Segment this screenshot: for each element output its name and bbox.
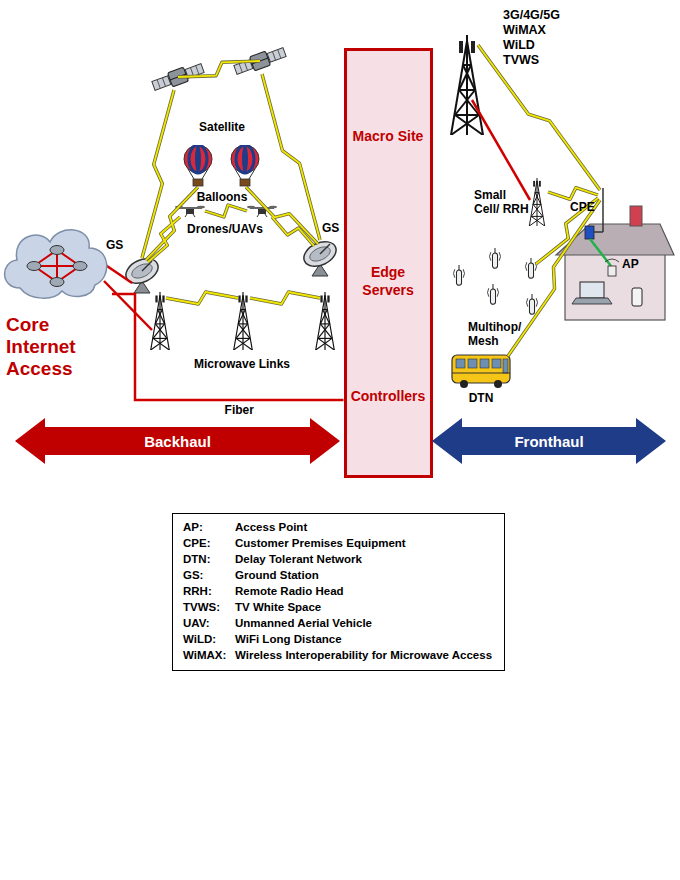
abbreviation-meaning: Wireless Interoperability for Microwave … <box>235 647 492 663</box>
ground-station-label: GS <box>322 221 339 235</box>
abbreviation-meaning: Unmanned Aerial Vehicle <box>235 615 372 631</box>
ground-station-label: GS <box>106 238 123 252</box>
panel-heading: Edge Servers <box>362 263 413 299</box>
cloud-shape <box>5 230 107 298</box>
cloud-title: Core Internet Access <box>6 314 76 380</box>
abbreviation-meaning: TV White Space <box>235 599 321 615</box>
legend-row: CPE:Customer Premises Equipment <box>183 535 492 551</box>
edge-label: Fiber <box>223 403 256 417</box>
legend-row: RRH:Remote Radio Head <box>183 583 492 599</box>
abbreviation: CPE: <box>183 535 235 551</box>
abbreviation-meaning: Delay Tolerant Network <box>235 551 362 567</box>
mesh-label: Multihop/ Mesh <box>468 320 521 348</box>
ground-station-dish <box>122 254 162 293</box>
abbreviation: AP: <box>183 519 235 535</box>
panel-heading: Controllers <box>351 387 426 405</box>
arrow-label: Fronthaul <box>514 433 583 450</box>
abbreviation-meaning: Ground Station <box>235 567 319 583</box>
cpe-label: CPE <box>570 200 595 214</box>
house-icon <box>556 188 674 320</box>
mesh-antenna <box>526 258 537 278</box>
wireless-link <box>272 217 314 246</box>
wireless-link <box>250 292 320 304</box>
wireless-link <box>148 217 180 262</box>
macro-tower <box>451 35 483 135</box>
abbreviation-meaning: Customer Premises Equipment <box>235 535 406 551</box>
microwave-tower <box>234 292 253 350</box>
ap-label: AP <box>622 257 639 271</box>
balloon-icon <box>231 145 259 186</box>
wireless-link <box>272 217 314 246</box>
wireless-link <box>166 292 238 304</box>
wireless-link <box>178 61 260 77</box>
wireless-link <box>548 188 598 200</box>
wireless-link <box>508 200 600 356</box>
arrow-label: Backhaul <box>144 433 211 450</box>
fronthaul-arrow: Fronthaul <box>432 418 666 464</box>
legend-row: UAV:Unmanned Aerial Vehicle <box>183 615 492 631</box>
wireless-link <box>536 198 598 264</box>
small-cell-tower <box>529 178 544 226</box>
router-mesh <box>27 246 87 287</box>
legend-row: GS:Ground Station <box>183 567 492 583</box>
rrh-link <box>472 100 530 200</box>
double-arrow-shape <box>15 418 340 464</box>
abbreviation-meaning: Remote Radio Head <box>235 583 344 599</box>
balloon-icon <box>184 145 212 186</box>
abbreviation-meaning: WiFi Long Distance <box>235 631 342 647</box>
abbreviation-meaning: Access Point <box>235 519 307 535</box>
core-link <box>104 264 132 283</box>
microwave-label: Microwave Links <box>194 357 290 371</box>
wireless-link <box>148 217 180 262</box>
wireless-link <box>142 90 174 258</box>
abbreviation: WiMAX: <box>183 647 235 663</box>
cloud-shape <box>0 222 112 302</box>
abbreviation: GS: <box>183 567 235 583</box>
wireless-link <box>536 198 598 264</box>
abbreviation: WiLD: <box>183 631 235 647</box>
legend-row: AP:Access Point <box>183 519 492 535</box>
wireless-link <box>205 205 247 217</box>
legend-row: WiMAX:Wireless Interoperability for Micr… <box>183 647 492 663</box>
legend-row: WiLD:WiFi Long Distance <box>183 631 492 647</box>
microwave-tower <box>316 292 335 350</box>
balloon-label: Balloons <box>197 190 248 204</box>
satellite-label: Satellite <box>199 120 245 134</box>
wireless-link <box>205 205 247 217</box>
fiber-link <box>112 294 344 400</box>
mesh-antenna <box>488 284 499 304</box>
wireless-link <box>508 200 600 356</box>
wireless-link <box>142 90 174 258</box>
edge-panel: Macro SiteEdge ServersControllers <box>344 48 433 478</box>
legend-row: DTN:Delay Tolerant Network <box>183 551 492 567</box>
legend-box: AP:Access PointCPE:Customer Premises Equ… <box>172 513 505 671</box>
core-link <box>104 281 152 330</box>
abbreviation: RRH: <box>183 583 235 599</box>
panel-heading: Macro Site <box>353 127 424 145</box>
small-cell-label: Small Cell/ RRH <box>474 188 530 216</box>
wireless-link <box>166 292 238 304</box>
abbreviation: UAV: <box>183 615 235 631</box>
radio-technology-label: 3G/4G/5G WiMAX WiLD TVWS <box>503 8 560 68</box>
microwave-tower <box>151 292 170 350</box>
abbreviation: DTN: <box>183 551 235 567</box>
abbreviation: TVWS: <box>183 599 235 615</box>
backhaul-arrow: Backhaul <box>15 418 340 464</box>
mesh-antenna <box>490 248 501 268</box>
network-cloud: Core Internet Access <box>0 222 112 302</box>
wireless-link <box>548 188 598 200</box>
wireless-link <box>178 61 260 77</box>
wireless-link <box>250 292 320 304</box>
mesh-antenna <box>454 265 465 285</box>
bus-icon <box>452 355 510 388</box>
dtn-label: DTN <box>469 391 494 405</box>
legend-row: TVWS:TV White Space <box>183 599 492 615</box>
double-arrow-shape <box>432 418 666 464</box>
ground-station-dish <box>300 237 340 276</box>
drone-label: Drones/UAVs <box>187 222 263 236</box>
mesh-antenna <box>527 294 538 314</box>
